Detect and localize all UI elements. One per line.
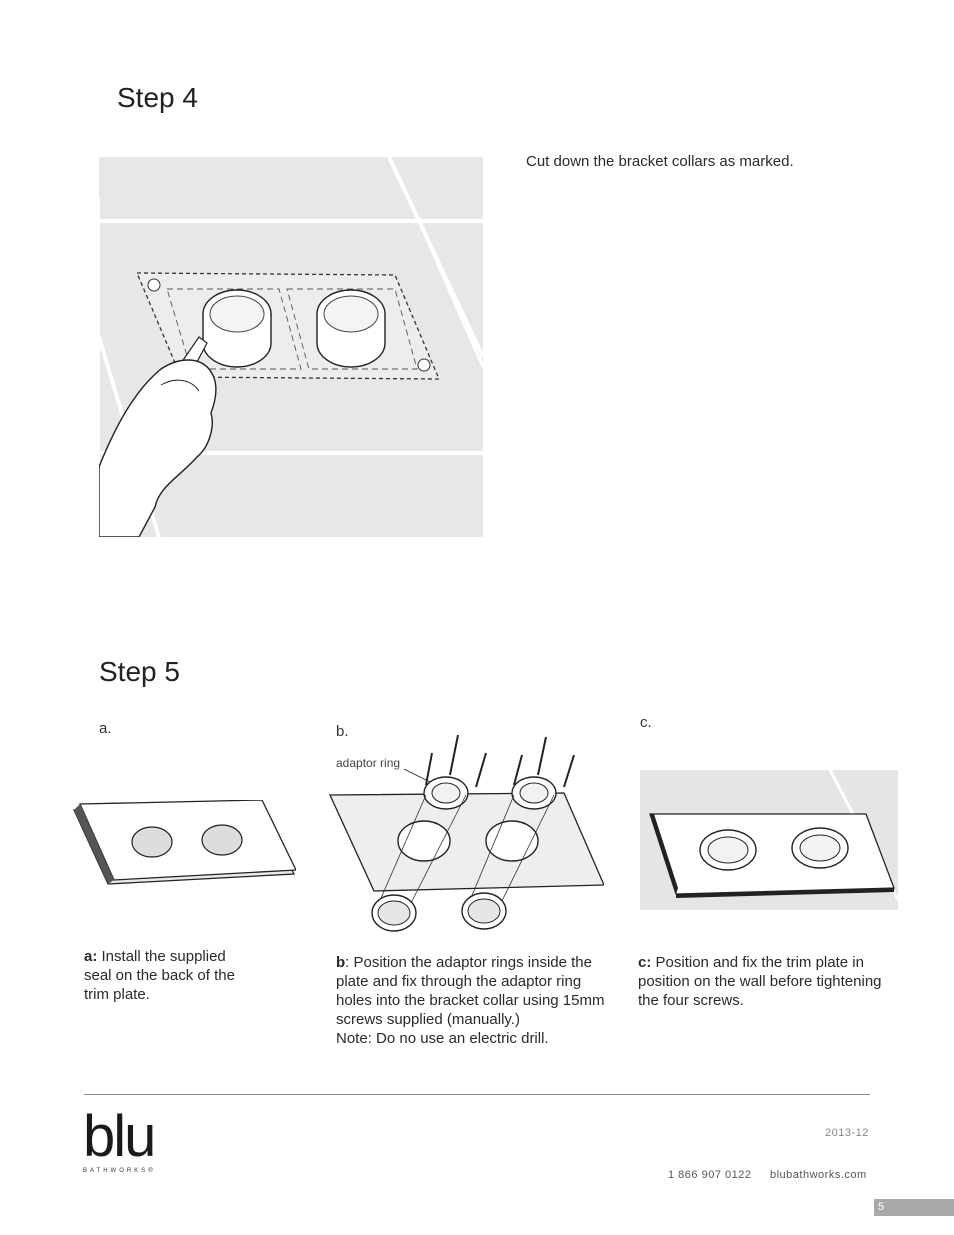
step5c-label: c.	[640, 714, 652, 731]
phone-number: 1 866 907 0122	[668, 1169, 752, 1181]
step5b-label: b.	[336, 723, 349, 740]
step5b-note: Note: Do no use an electric drill.	[336, 1030, 549, 1047]
step5b-callout: adaptor ring	[336, 756, 401, 770]
step5c-caption-text: Position and fix the trim plate in posit…	[638, 954, 882, 1009]
brand-logo: blu BATHWORKS®	[83, 1104, 156, 1175]
step4-title: Step 4	[117, 82, 198, 113]
step5b-caption: b: Position the adaptor rings inside the…	[336, 953, 616, 1048]
footer-divider	[84, 1094, 870, 1095]
step5a-illustration	[70, 800, 296, 890]
step5c-illustration	[640, 770, 898, 910]
step5a-caption: a: Install the supplied seal on the back…	[84, 947, 254, 1004]
step5a-caption-text: Install the supplied seal on the back of…	[84, 948, 235, 1003]
step5b-illustration	[328, 735, 604, 935]
brand-logo-subtext: BATHWORKS®	[83, 1168, 156, 1174]
brand-logo-text: blu	[83, 1104, 156, 1169]
step5b-caption-text: : Position the adaptor rings inside the …	[336, 954, 605, 1028]
document-date: 2013-12	[825, 1127, 869, 1139]
step5c-caption: c: Position and fix the trim plate in po…	[638, 953, 898, 1010]
page-number: 5	[874, 1199, 954, 1216]
step4-illustration	[99, 157, 483, 537]
step5c-caption-bold: c:	[638, 954, 652, 971]
step5a-label: a.	[99, 720, 112, 737]
step5a-caption-bold: a:	[84, 948, 98, 965]
website-link[interactable]: blubathworks.com	[770, 1169, 867, 1181]
step5b-caption-bold: b	[336, 954, 346, 971]
step4-description: Cut down the bracket collars as marked.	[526, 153, 794, 170]
step5-title: Step 5	[99, 656, 180, 687]
